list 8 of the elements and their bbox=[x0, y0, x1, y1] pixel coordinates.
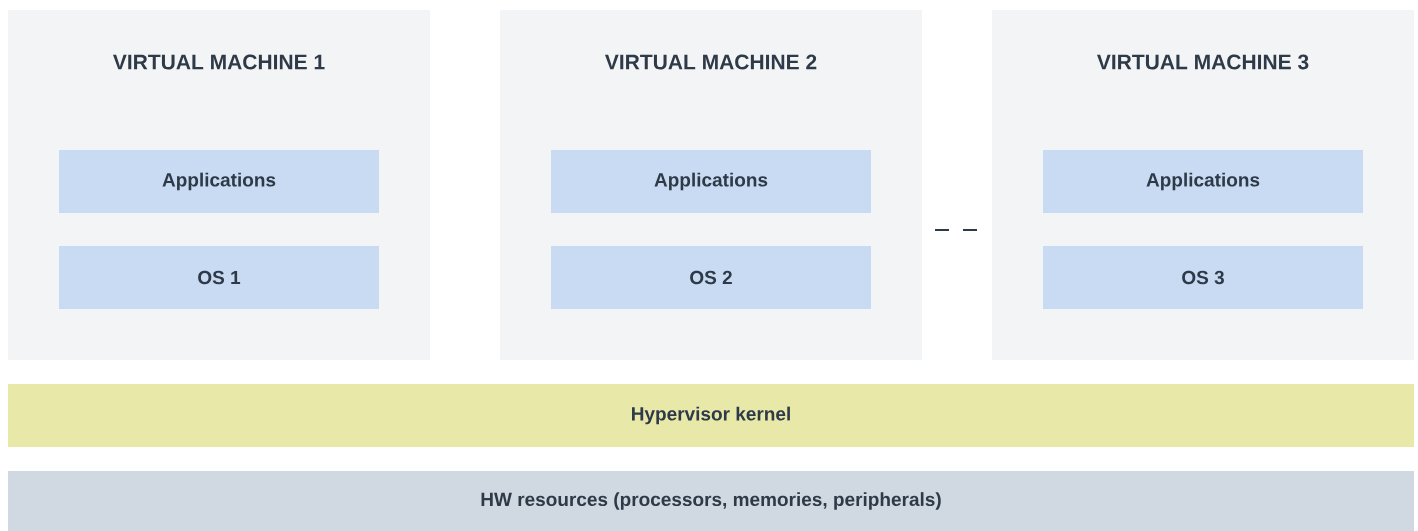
hardware-bar: HW resources (processors, memories, peripherals) bbox=[8, 471, 1414, 531]
layer-box: OS 1 bbox=[59, 246, 379, 309]
layer-box: OS 3 bbox=[1043, 246, 1363, 309]
layer-box: Applications bbox=[551, 150, 871, 213]
layer-box: Applications bbox=[1043, 150, 1363, 213]
hypervisor-bar: Hypervisor kernel bbox=[8, 384, 1414, 447]
layer-box: Applications bbox=[59, 150, 379, 213]
layer-box: OS 2 bbox=[551, 246, 871, 309]
